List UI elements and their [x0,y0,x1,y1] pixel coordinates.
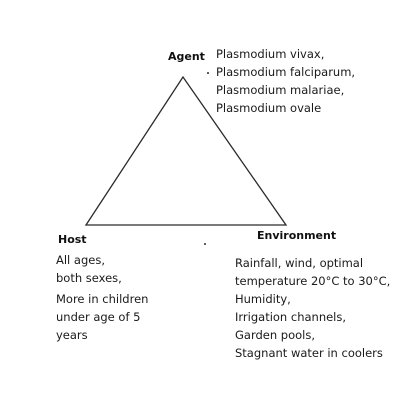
host-line: under age of 5 [56,310,141,324]
environment-line: Garden pools, [235,328,316,342]
host-line: years [56,328,88,342]
host-line: both sexes, [56,271,122,285]
host-description-children: More in children under age of 5 years [56,290,148,344]
environment-line: Stagnant water in coolers [235,346,383,360]
host-line: All ages, [56,253,105,267]
agent-line: Plasmodium malariae, [216,83,345,97]
environment-label: Environment [257,229,337,242]
environment-line: temperature 20°C to 30°C, [235,274,391,288]
host-description-ages: All ages, both sexes, [56,251,122,287]
environment-description: Rainfall, wind, optimal temperature 20°C… [235,254,390,362]
environment-line: Irrigation channels, [235,310,347,324]
agent-line: Plasmodium falciparum, [216,65,356,79]
environment-line: Rainfall, wind, optimal [235,256,364,270]
host-line: More in children [56,292,149,306]
stray-dot [207,72,209,74]
agent-line: Plasmodium vivax, [216,47,325,61]
host-label: Host [58,233,87,246]
environment-line: Humidity, [235,292,291,306]
agent-label: Agent [168,50,205,63]
triangle [84,75,288,226]
stray-dot [204,243,206,245]
agent-description: Plasmodium vivax, Plasmodium falciparum,… [216,45,355,117]
agent-line: Plasmodium ovale [216,101,322,115]
